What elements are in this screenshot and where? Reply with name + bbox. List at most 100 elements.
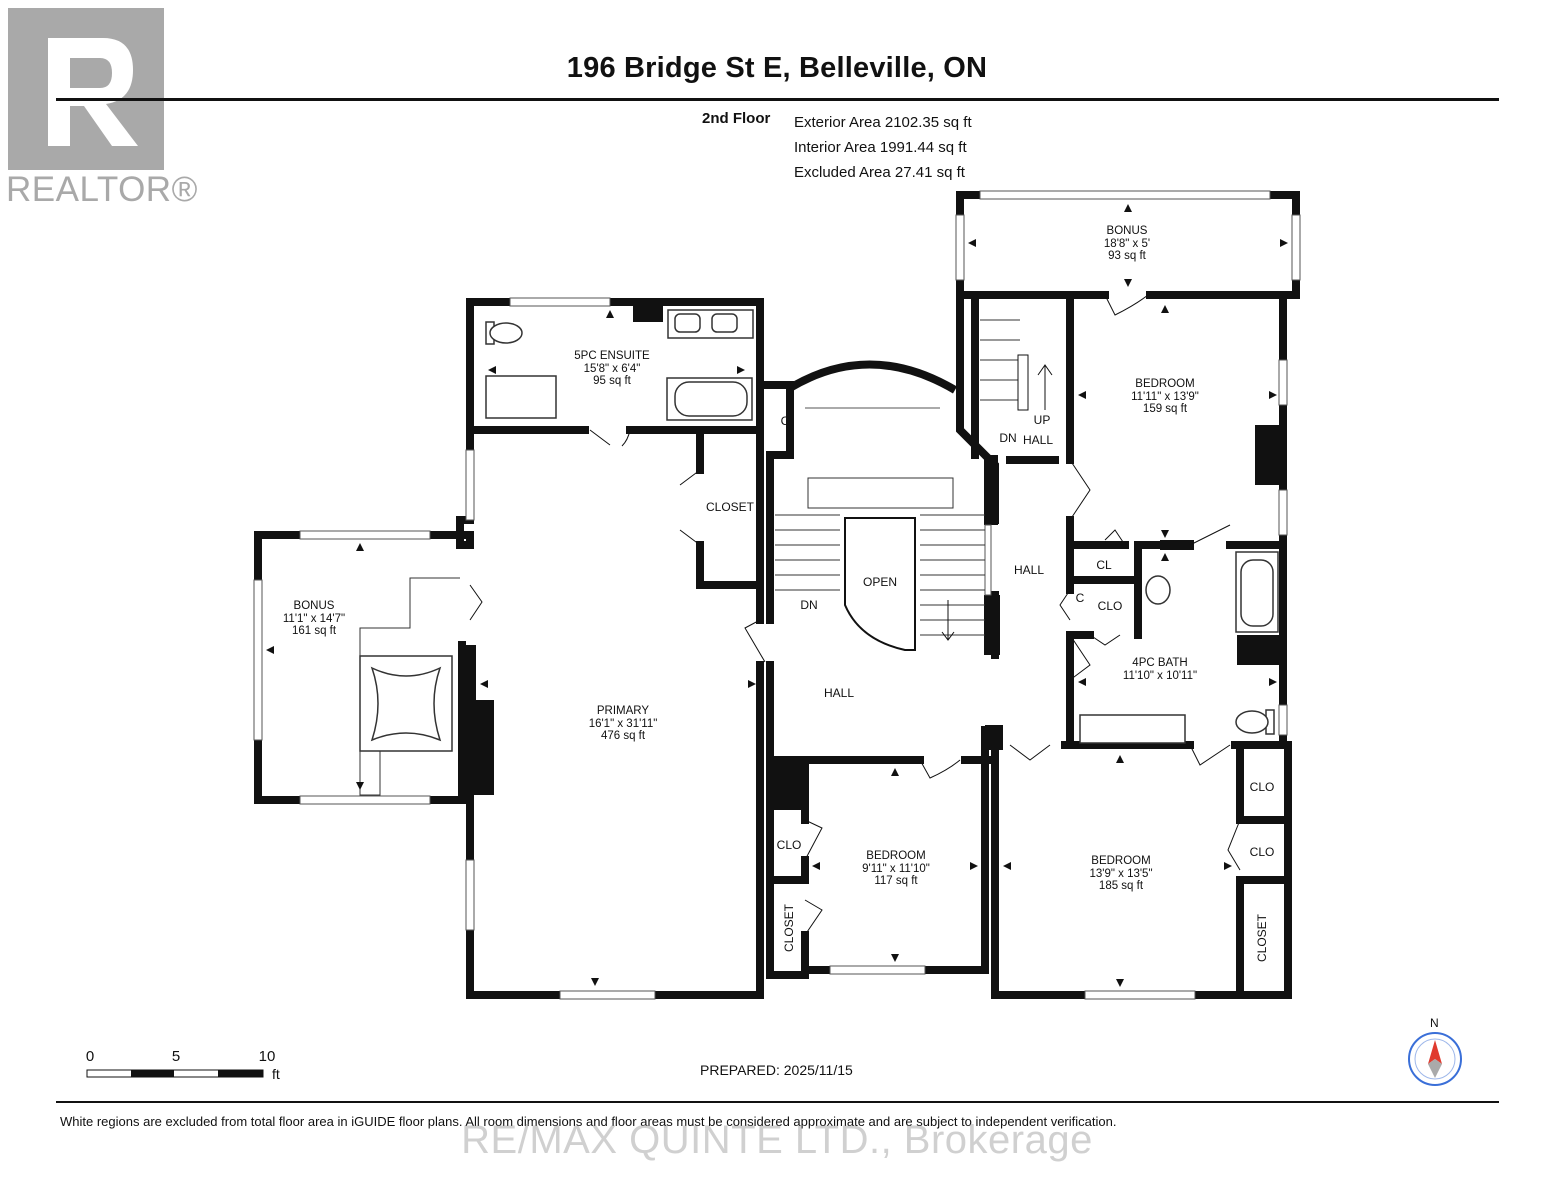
room-dims: 13'9" x 13'5" xyxy=(1089,867,1153,880)
door-swing xyxy=(744,619,766,663)
room-name: BONUS xyxy=(1106,225,1148,237)
dimension-arrow xyxy=(1116,755,1124,763)
disclaimer: White regions are excluded from total fl… xyxy=(60,1114,1117,1129)
interior-area: Interior Area 1991.44 sq ft xyxy=(794,139,967,156)
tub-inner xyxy=(674,381,748,417)
label-clo-e1: CLO xyxy=(1249,780,1275,794)
room-4pc-bath: 4PC BATH 11'10" x 10'11" xyxy=(1123,657,1197,682)
room-dims: 15'8" x 6'4" xyxy=(583,362,641,375)
stair-open xyxy=(844,517,916,651)
door-swing xyxy=(1059,589,1071,621)
wall xyxy=(696,541,764,589)
room-area: 185 sq ft xyxy=(1098,880,1144,892)
realtor-logo-text: REALTOR® xyxy=(6,170,198,209)
room-dims: 18'8" x 5' xyxy=(1103,237,1151,250)
step-outline xyxy=(359,751,381,796)
window xyxy=(299,530,431,540)
dimension-arrow xyxy=(1116,979,1124,987)
sink xyxy=(711,313,738,333)
dimension-arrow xyxy=(1161,553,1169,561)
chimney-block xyxy=(1255,425,1283,485)
window xyxy=(465,449,475,521)
window xyxy=(1278,704,1288,736)
dimension-arrow xyxy=(266,646,274,654)
dimension-arrow xyxy=(1078,391,1086,399)
room-dims: 9'11" x 11'10" xyxy=(862,862,930,875)
label-c2: C xyxy=(1075,591,1085,605)
column-block xyxy=(633,302,663,322)
stair-rail xyxy=(1017,354,1029,411)
prepared-date: PREPARED: 2025/11/15 xyxy=(700,1062,853,1078)
door-swing xyxy=(679,469,701,546)
label-clo-mid: CLO xyxy=(1097,599,1123,613)
column-block xyxy=(1237,635,1283,665)
label-hall-upper: HALL xyxy=(1022,433,1054,447)
label-closet-s: CLOSET xyxy=(782,903,796,953)
room-dims: 11'1" x 14'7" xyxy=(282,612,346,625)
door-swing xyxy=(1069,459,1091,521)
window xyxy=(1291,214,1301,281)
vanity xyxy=(1079,714,1186,744)
dimension-arrow xyxy=(1124,279,1132,287)
dimension-arrow xyxy=(1124,204,1132,212)
column-block xyxy=(984,595,1000,655)
room-bonus-west: BONUS 11'1" x 14'7" 161 sq ft xyxy=(283,600,345,638)
window xyxy=(465,859,475,931)
room-name: BEDROOM xyxy=(866,850,926,862)
label-hall-main: HALL xyxy=(823,686,855,700)
dimension-arrow xyxy=(488,366,496,374)
column-block xyxy=(984,455,998,525)
room-bonus-top: BONUS 18'8" x 5' 93 sq ft xyxy=(1104,225,1150,263)
room-bedroom-se: BEDROOM 13'9" x 13'5" 185 sq ft xyxy=(1089,855,1152,893)
dimension-arrow xyxy=(748,680,756,688)
door-swing xyxy=(919,759,961,779)
sink xyxy=(674,313,701,333)
excluded-area: Excluded Area 27.41 sq ft xyxy=(794,164,965,181)
room-area: 93 sq ft xyxy=(1108,250,1146,262)
room-bedroom-s: BEDROOM 9'11" x 11'10" 117 sq ft xyxy=(862,850,930,888)
room-name: PRIMARY xyxy=(596,705,650,717)
dimension-arrow xyxy=(1161,305,1169,313)
room-dims: 11'11" x 13'9" xyxy=(1131,390,1199,403)
compass-icon xyxy=(1408,1032,1462,1086)
scale-tick-0: 0 xyxy=(85,1048,95,1065)
wall xyxy=(756,381,794,474)
bay-window xyxy=(787,360,958,394)
dimension-arrow xyxy=(1269,678,1277,686)
column-block xyxy=(985,725,1003,750)
room-area: 476 sq ft xyxy=(600,730,646,742)
room-name: BEDROOM xyxy=(1091,855,1151,867)
label-hall-mid: HALL xyxy=(1013,563,1045,577)
stair-treads xyxy=(775,319,1020,636)
door-swing xyxy=(1189,524,1231,546)
scale-tick-5: 5 xyxy=(171,1048,181,1065)
tub-inner xyxy=(1240,559,1274,627)
door-swing xyxy=(1104,294,1149,316)
stair-arrow xyxy=(941,600,955,641)
room-primary: PRIMARY 16'1" x 31'11" 476 sq ft xyxy=(589,705,658,743)
room-area: 159 sq ft xyxy=(1142,403,1188,415)
room-area: 95 sq ft xyxy=(593,375,631,387)
area-stats: Exterior Area 2102.35 sq ft Interior Are… xyxy=(794,110,972,185)
wall xyxy=(466,298,764,434)
room-name: BEDROOM xyxy=(1135,378,1195,390)
dimension-arrow xyxy=(891,768,899,776)
door-swing xyxy=(589,429,631,447)
realtor-logo xyxy=(8,8,164,170)
dimension-arrow xyxy=(480,680,488,688)
room-dims: 11'10" x 10'11" xyxy=(1122,669,1198,682)
scale-tick-10: 10 xyxy=(258,1048,276,1065)
wall xyxy=(1226,291,1287,549)
dimension-arrow xyxy=(1078,678,1086,686)
dimension-arrow xyxy=(812,862,820,870)
dimension-arrow xyxy=(1161,530,1169,538)
door-swing xyxy=(804,899,823,936)
room-name: 4PC BATH xyxy=(1132,657,1188,669)
door-swing xyxy=(1227,819,1241,871)
door-swing xyxy=(804,819,823,861)
shower xyxy=(485,375,557,419)
title-divider xyxy=(56,98,1499,101)
label-closet-e: CLOSET xyxy=(1255,913,1269,963)
label-closet-primary: CLOSET xyxy=(705,500,755,514)
brokerage-watermark: RE/MAX QUINTE LTD., Brokerage xyxy=(461,1118,1093,1162)
